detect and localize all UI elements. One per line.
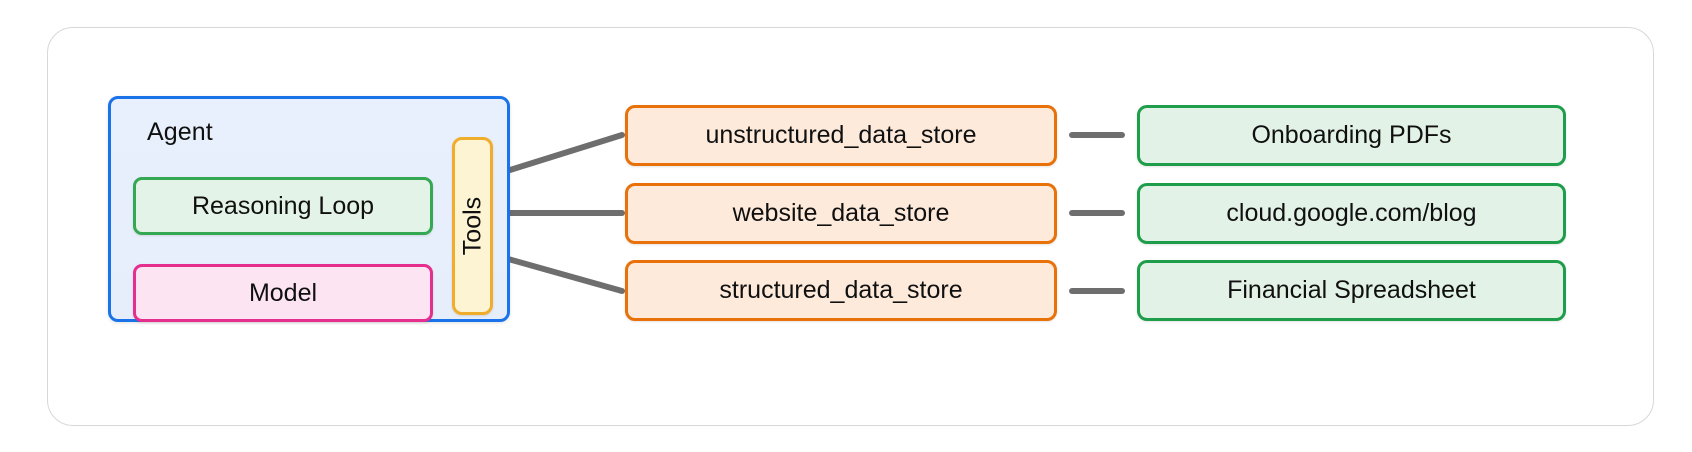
agent-component-label: Model	[248, 278, 318, 307]
data-store-label: structured_data_store	[719, 276, 963, 304]
agent-component-reasoning-loop[interactable]: Reasoning Loop	[133, 177, 433, 235]
source-label: cloud.google.com/blog	[1226, 199, 1477, 227]
data-store-unstructured[interactable]: unstructured_data_store	[625, 105, 1057, 166]
agent-component-label: Reasoning Loop	[191, 191, 375, 220]
data-store-label: website_data_store	[732, 199, 950, 227]
data-store-structured[interactable]: structured_data_store	[625, 260, 1057, 321]
source-cloud-google-blog[interactable]: cloud.google.com/blog	[1137, 183, 1566, 244]
data-store-label: unstructured_data_store	[705, 121, 977, 149]
data-store-website[interactable]: website_data_store	[625, 183, 1057, 244]
source-financial-spreadsheet[interactable]: Financial Spreadsheet	[1137, 260, 1566, 321]
agent-title: Agent	[147, 118, 213, 146]
agent-container[interactable]: Agent Reasoning Loop Model	[108, 96, 510, 322]
agent-component-model[interactable]: Model	[133, 264, 433, 322]
source-label: Onboarding PDFs	[1251, 121, 1452, 149]
tools-box[interactable]: Tools	[452, 137, 493, 315]
tools-label: Tools	[458, 196, 486, 256]
source-onboarding-pdfs[interactable]: Onboarding PDFs	[1137, 105, 1566, 166]
source-label: Financial Spreadsheet	[1227, 276, 1476, 304]
